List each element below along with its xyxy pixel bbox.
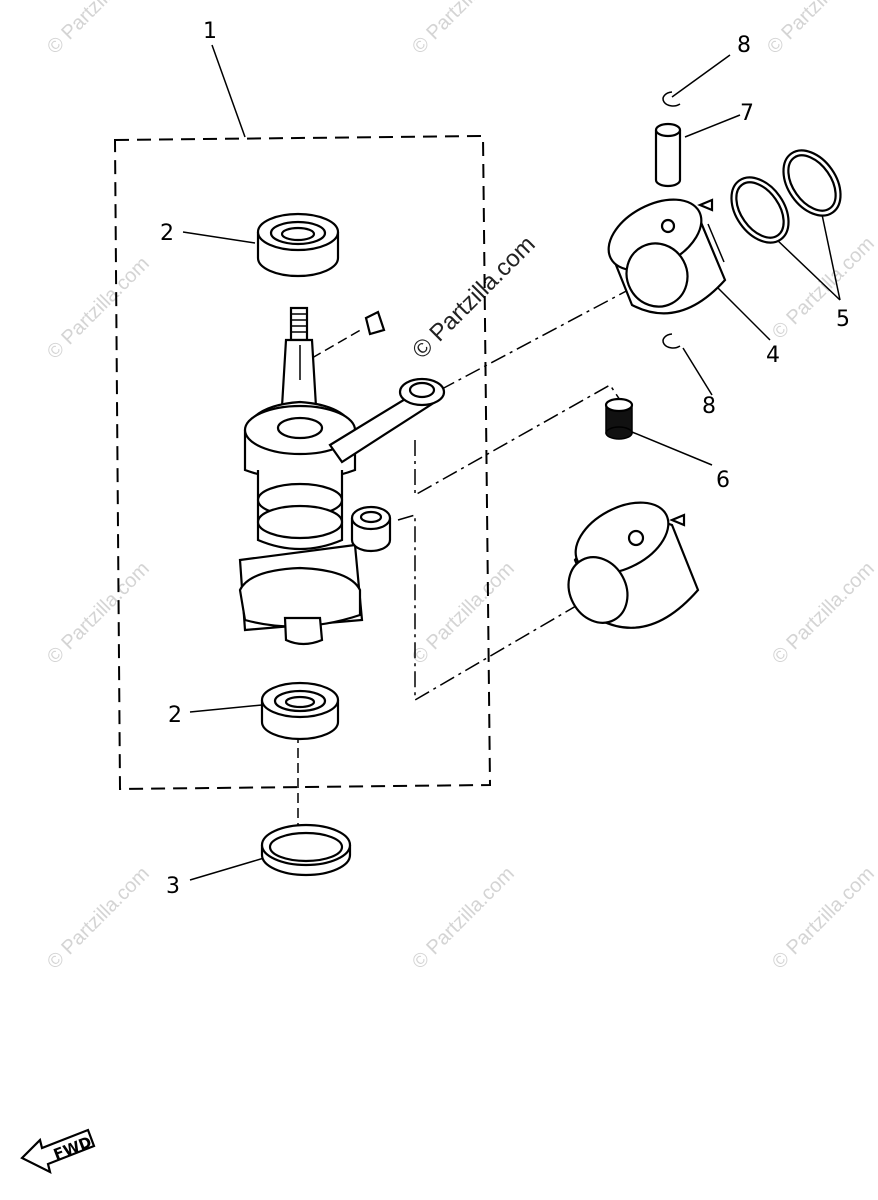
- piston-rings: [730, 149, 842, 244]
- piston-pin-clip-upper: [662, 91, 681, 107]
- callout-labels: 1 2 2 3 4 5 6 7 8 8: [160, 19, 850, 899]
- watermark: © Partzilla.com: [408, 0, 519, 59]
- ball-bearing-upper: [256, 212, 340, 278]
- crankshaft: [238, 306, 446, 646]
- callout-7: 7: [740, 101, 754, 126]
- piston-pin-clip-lower: [662, 333, 681, 349]
- callout-6: 6: [716, 468, 730, 493]
- piston-upper: [607, 198, 727, 315]
- watermark-layer: © Partzilla.com © Partzilla.com © Partzi…: [43, 0, 878, 974]
- callout-1: 1: [203, 19, 217, 44]
- watermark: © Partzilla.com: [43, 558, 154, 669]
- callout-8-upper: 8: [737, 33, 751, 58]
- watermark: © Partzilla.com: [768, 863, 878, 974]
- piston-lower: [567, 501, 700, 629]
- watermark: © Partzilla.com: [768, 558, 878, 669]
- watermark: © Partzilla.com: [408, 558, 519, 669]
- watermark: © Partzilla.com: [768, 233, 878, 344]
- leader-lines: [182, 44, 841, 881]
- watermark: © Partzilla.com: [43, 253, 154, 364]
- watermark: © Partzilla.com: [43, 863, 154, 974]
- callout-3: 3: [166, 874, 180, 899]
- callout-8-lower: 8: [702, 394, 716, 419]
- piston-pin: [654, 122, 682, 188]
- ball-bearing-lower: [260, 681, 340, 741]
- needle-bearing: [604, 397, 634, 440]
- woodruff-key: [364, 310, 386, 336]
- fwd-arrow-icon: FWD: [20, 1128, 96, 1175]
- watermark-center: © Partzilla.com: [407, 231, 540, 364]
- watermark: © Partzilla.com: [43, 0, 154, 59]
- watermark: © Partzilla.com: [408, 863, 519, 974]
- watermark: © Partzilla.com: [763, 0, 874, 59]
- callout-5: 5: [836, 307, 850, 332]
- callout-4: 4: [766, 343, 780, 368]
- callout-2-upper: 2: [160, 221, 174, 246]
- callout-2-lower: 2: [168, 703, 182, 728]
- assembly-box: [113, 134, 492, 791]
- seal-ring: [260, 823, 352, 877]
